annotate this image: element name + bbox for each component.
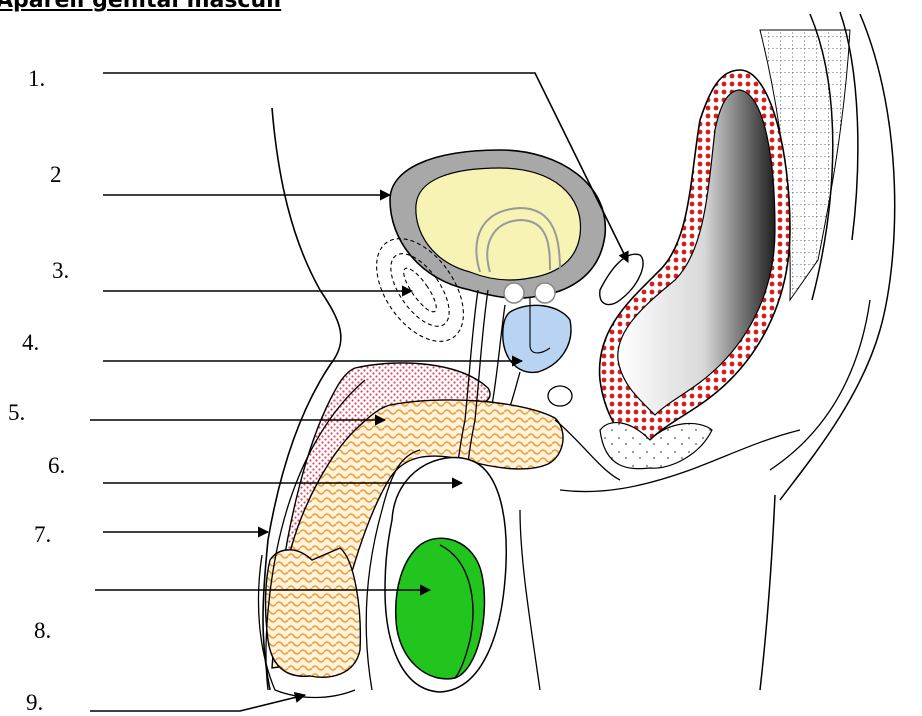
label-number-9: 9.	[26, 690, 43, 716]
testis	[396, 538, 485, 679]
buttock-line	[760, 495, 775, 690]
coccyx-line	[770, 300, 870, 470]
label-number-4: 4.	[22, 330, 39, 356]
label-number-7: 7.	[34, 522, 51, 548]
label-number-5: 5.	[8, 400, 25, 426]
prostate	[503, 305, 571, 372]
label-number-1: 1.	[28, 66, 45, 92]
leader-9	[90, 695, 305, 711]
urethra-line-1	[492, 305, 505, 405]
label-number-6: 6.	[48, 453, 65, 479]
label-number-2: 2	[50, 162, 62, 188]
bulbourethral-gland	[548, 386, 572, 406]
label-number-8: 8.	[34, 618, 51, 644]
glans	[266, 548, 361, 677]
label-number-3: 3.	[52, 258, 69, 284]
duct-knob-left	[504, 283, 524, 303]
duct-knob-right	[535, 283, 555, 303]
thigh-line	[520, 510, 540, 690]
